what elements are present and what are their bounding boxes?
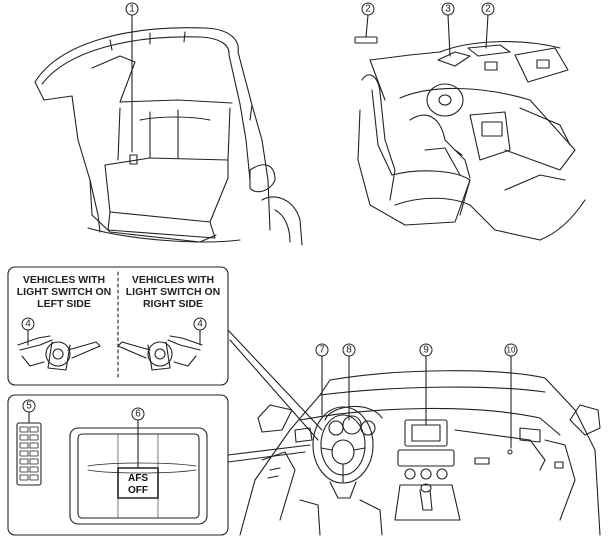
connector-line-afs — [227, 444, 311, 456]
callout-7: 7 — [319, 345, 325, 356]
afs-label-line2: OFF — [128, 485, 148, 496]
right-switch-title: VEHICLES WITH LIGHT SWITCH ON RIGHT SIDE — [125, 274, 221, 310]
callout-6: 6 — [135, 409, 141, 420]
callout-1: 1 — [129, 4, 135, 15]
connector-line-switch — [227, 329, 323, 431]
afs-box-frame — [7, 394, 229, 536]
callout-10: 10 — [507, 346, 516, 355]
cargo-area-illustration — [34, 27, 303, 246]
callout-2-right: 2 — [485, 4, 491, 15]
right-light-switch-illustration — [117, 335, 203, 371]
cabin-interior-illustration — [354, 36, 586, 241]
switch-box-frame — [7, 266, 229, 386]
callout-4-left: 4 — [25, 319, 31, 330]
callout-9: 9 — [423, 345, 429, 356]
callout-5: 5 — [26, 401, 32, 412]
callout-3: 3 — [445, 4, 451, 15]
left-switch-title: VEHICLES WITH LIGHT SWITCH ON LEFT SIDE — [16, 274, 112, 310]
callout-8: 8 — [346, 345, 352, 356]
callout-2-left: 2 — [365, 4, 371, 15]
afs-label-line1: AFS — [128, 473, 148, 484]
left-light-switch-illustration — [17, 335, 101, 371]
dashboard-illustration — [239, 370, 601, 536]
callout-4-right: 4 — [197, 319, 203, 330]
